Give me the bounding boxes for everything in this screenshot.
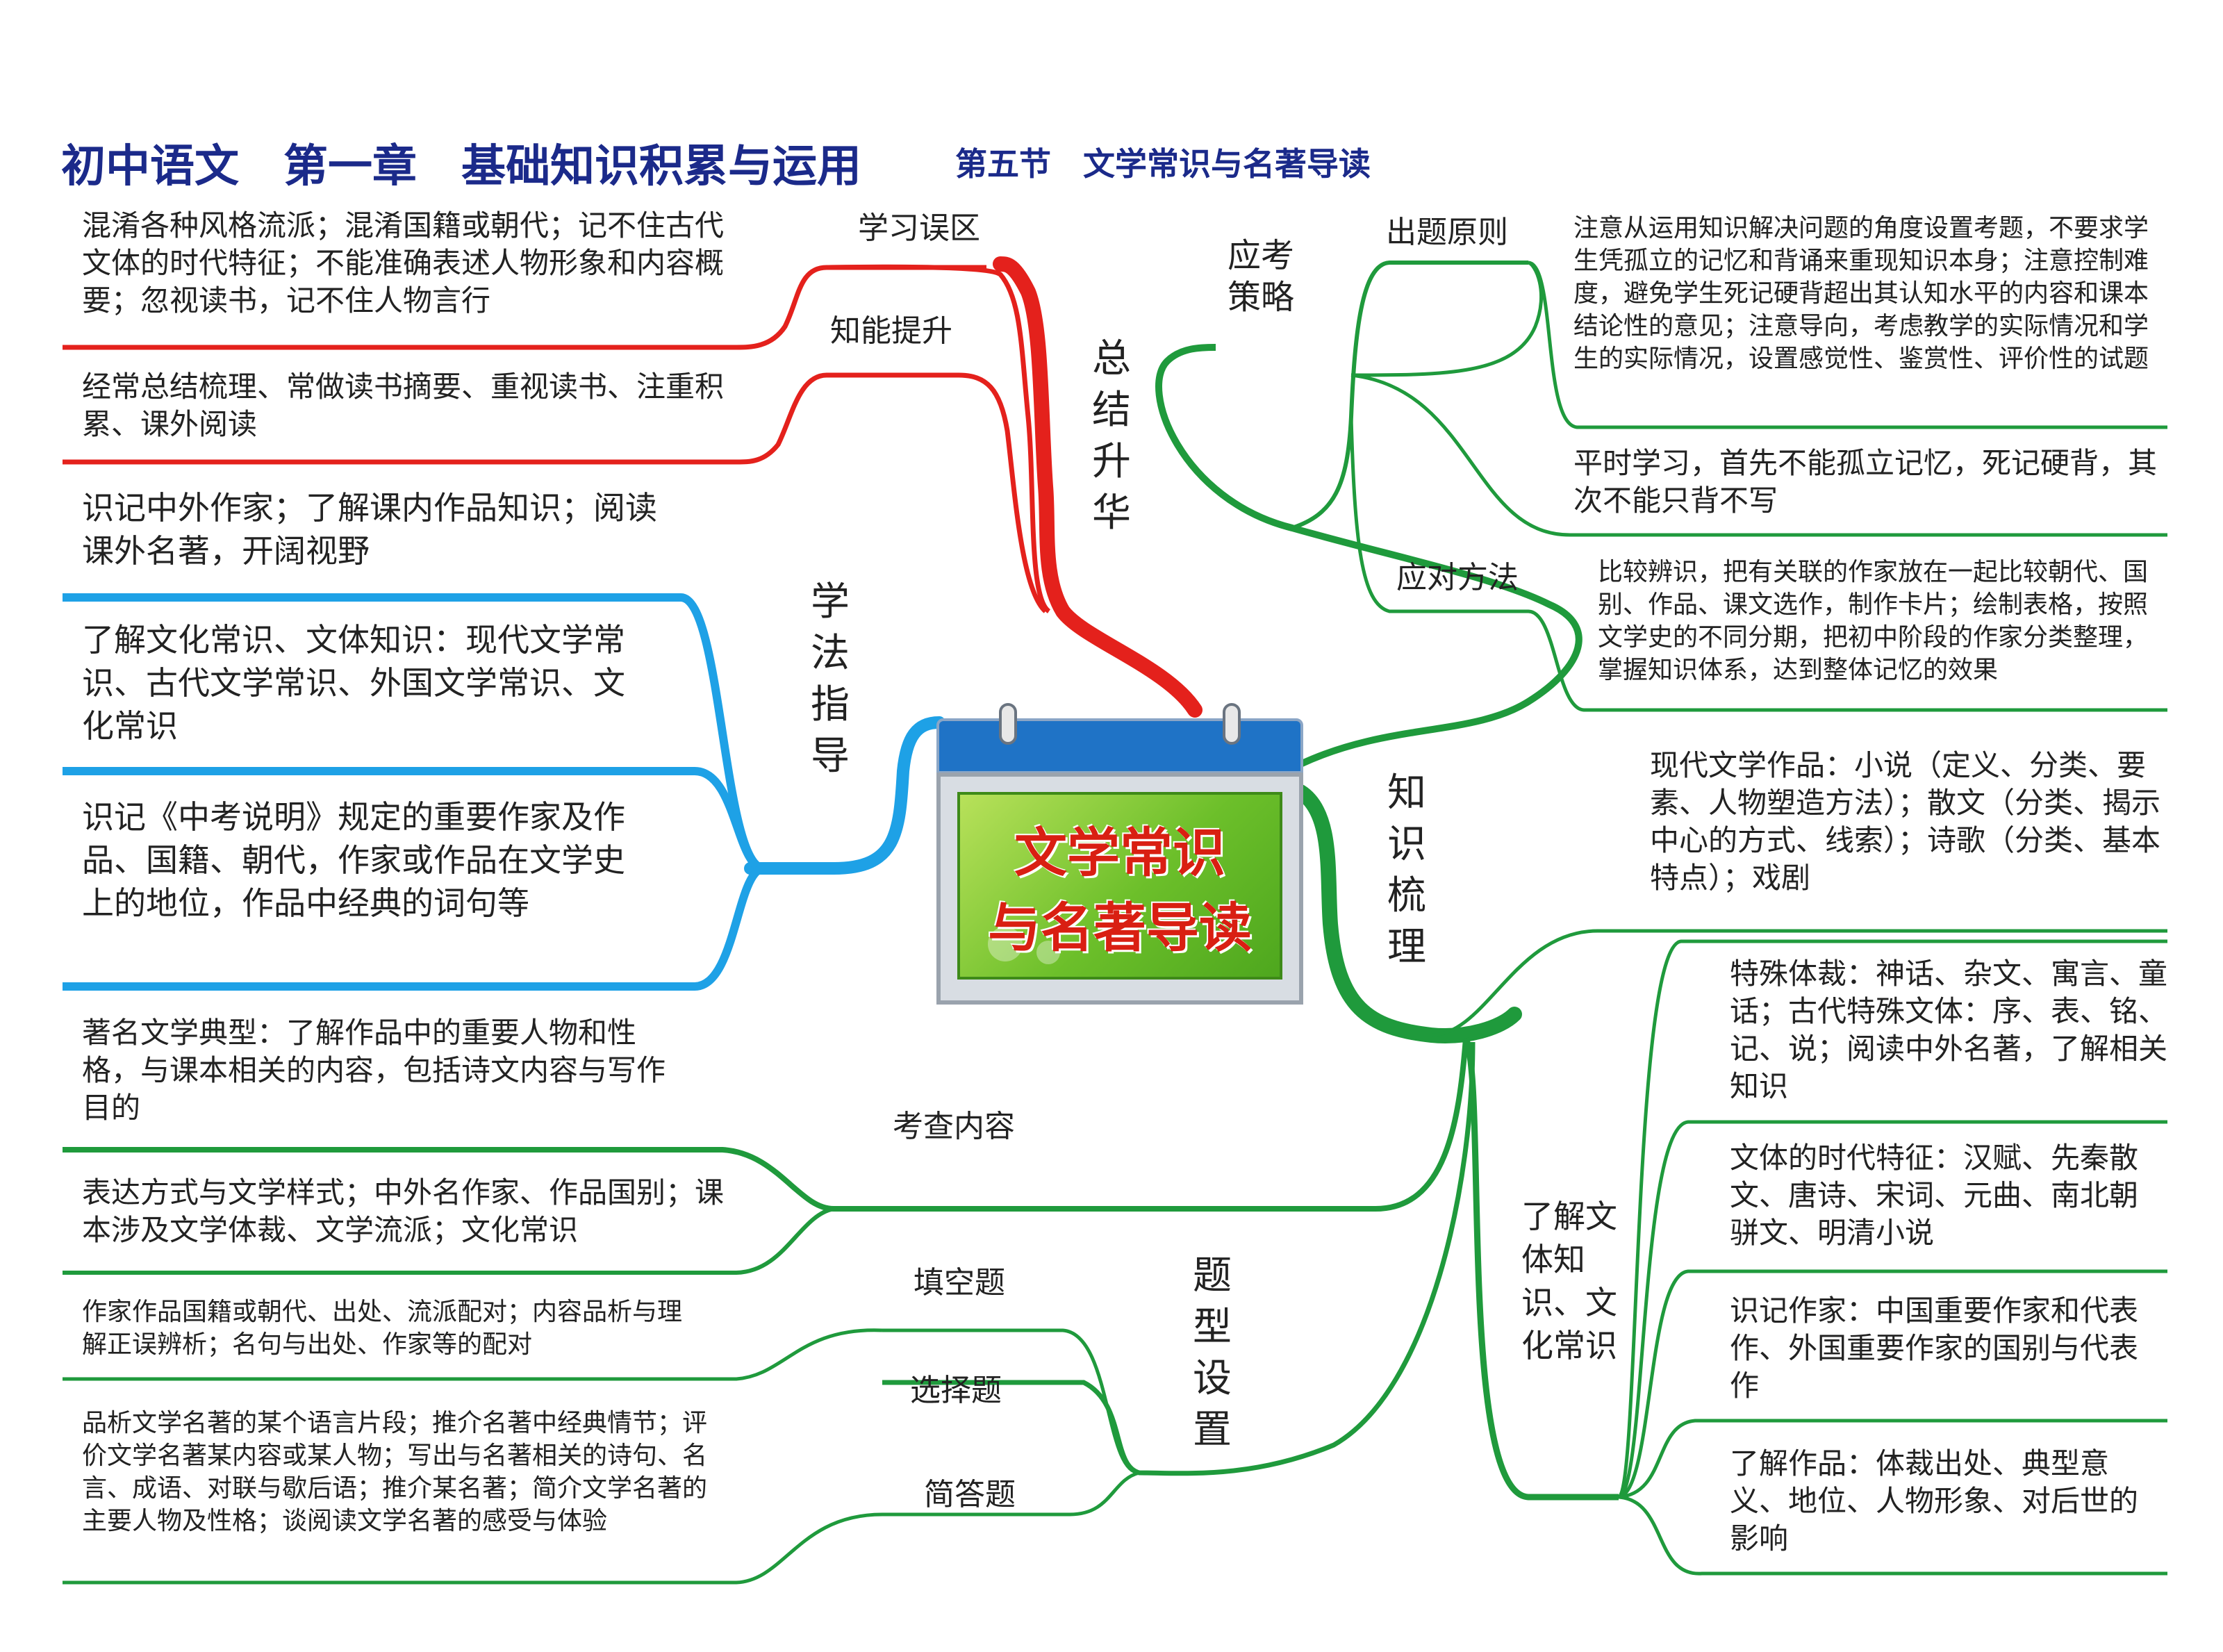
green-modern-underline [1430,929,2167,1037]
culture-branch-label: 了解文体知识、文化常识 [1521,1198,1617,1364]
improve-text: 经常总结梳理、常做读书摘要、重视读书、注重积累、课外阅读 [82,370,725,441]
center-title-line2: 与名著导读 [988,897,1252,959]
modern-literature-text: 现代文学作品：小说（定义、分类、要素、人物塑造方法）；散文（分类、揭示中心的方式… [1650,748,2161,895]
knowledge-branch-label: 知识梳理 [1387,770,1426,970]
mistakes-label: 学习误区 [858,210,980,246]
exam-item-2: 表达方式与文学样式；中外名作家、作品国别；课本涉及文学体裁、文学流派；文化常识 [82,1175,725,1247]
green-types-short [882,1471,1140,1517]
culture-item-3: 识记作家：中国重要作家和代表作、外国重要作家的国别与代表作 [1730,1294,2139,1403]
center-title-line1: 文学常识 [1014,822,1225,884]
green-types-branch [882,1041,1476,1476]
green-principle-line-1 [1350,261,1543,377]
green-culture-1 [1617,939,2167,1499]
green-strategy-to-principle [1291,261,1528,530]
green-principle-underline-2 [1350,373,2167,537]
method-item-3: 识记《中考说明》规定的重要作家及作品、国籍、朝代，作家或作品在文学史上的地位，作… [82,798,625,922]
blue-branch-2 [63,767,766,873]
choice-label: 选择题 [910,1373,1002,1408]
binder-ring-right [1223,703,1241,745]
summary-branch-label: 总结升华 [1092,336,1131,536]
types-branch-label: 题型设置 [1193,1253,1232,1453]
green-culture-u2 [1618,1269,2167,1499]
short-answer-text: 品析文学名著的某个语言片段；推介名著中经典情节；评价文学名著某内容或某人物；写出… [82,1409,708,1535]
green-exam-sub [63,1207,834,1275]
method-branch-label: 学法指导 [811,579,850,779]
green-types-fill-underline [63,1328,883,1381]
fill-blank-text: 作家作品国籍或朝代、出处、流派配对；内容品析与理解正误辨析；名句与出处、作家等的… [82,1298,683,1359]
red-upper-branch [63,264,1051,613]
green-coping-branch [1349,416,2167,712]
green-types-short-underline [63,1512,883,1585]
coping-label: 应对方法 [1396,560,1519,595]
page-title: 初中语文 第一章 基础知识积累与运用 [61,141,861,192]
exam-label: 考查内容 [893,1109,1015,1144]
principle-text-2: 平时学习，首先不能孤立记忆，死记硬背，其次不能只背不写 [1573,446,2158,518]
principle-text: 注意从运用知识解决问题的角度设置考题，不要求学生凭孤立的记忆和背诵来重现知识本身… [1573,214,2149,373]
center-topic-card: 文学常识 与名著导读 [936,703,1303,1005]
mistakes-text: 混淆各种风格流派；混淆国籍或朝代；记不住古代文体的时代特征；不能准确表述人物形象… [82,208,725,317]
green-culture-u1 [1617,1120,2167,1499]
fill-blank-label: 填空题 [914,1265,1005,1300]
culture-item-4: 了解作品：体裁出处、典型意义、地位、人物形象、对后世的影响 [1730,1446,2139,1555]
bubble-decoration [1036,941,1060,964]
exam-item-1: 著名文学典型：了解作品中的重要人物和性格，与课本相关的内容，包括诗文内容与写作目… [82,1016,666,1125]
card-green-panel: 文学常识 与名著导读 [957,792,1282,980]
green-main-trunk [1293,784,1522,1043]
binder-ring-left [999,703,1017,745]
bubble-decoration [988,927,1023,961]
red-lower-branch [63,372,1048,613]
red-main-branch [993,256,1203,718]
green-types-fill [882,1328,1140,1475]
green-culture-u4 [1618,1495,2167,1576]
green-strategy-branch [1155,344,1582,768]
strategy-branch-label: 应考策略 [1227,236,1294,317]
method-item-1: 识记中外作家；了解课内作品知识；阅读课外名著，开阔视野 [82,489,657,570]
blue-branch-3 [63,864,766,991]
principle-label: 出题原则 [1386,215,1508,250]
culture-item-2: 文体的时代特征：汉赋、先秦散文、唐诗、宋词、元曲、南北朝骈文、明清小说 [1730,1141,2139,1250]
green-principle-underline-1 [1528,261,2167,429]
card-body: 文学常识 与名著导读 [936,773,1303,1005]
culture-item-1: 特殊体裁：神话、杂文、寓言、童话；古代特殊文体：序、表、铭、记、说；阅读中外名著… [1730,957,2168,1103]
improve-label: 知能提升 [830,313,952,349]
card-header-bar [936,718,1303,774]
green-culture-u3 [1618,1419,2167,1499]
short-answer-label: 简答题 [924,1477,1016,1512]
green-exam-branch [63,1038,1469,1212]
method-item-2: 了解文化常识、文体知识：现代文学常识、古代文学常识、外国文学常识、文化常识 [82,621,625,745]
green-culture-branch [1462,1037,1619,1501]
blue-main-branch [744,716,945,875]
section-title: 第五节 文学常识与名著导读 [955,145,1371,183]
coping-text: 比较辨识，把有关联的作家放在一起比较朝代、国别、作品、课文选作，制作卡片；绘制表… [1598,558,2149,684]
